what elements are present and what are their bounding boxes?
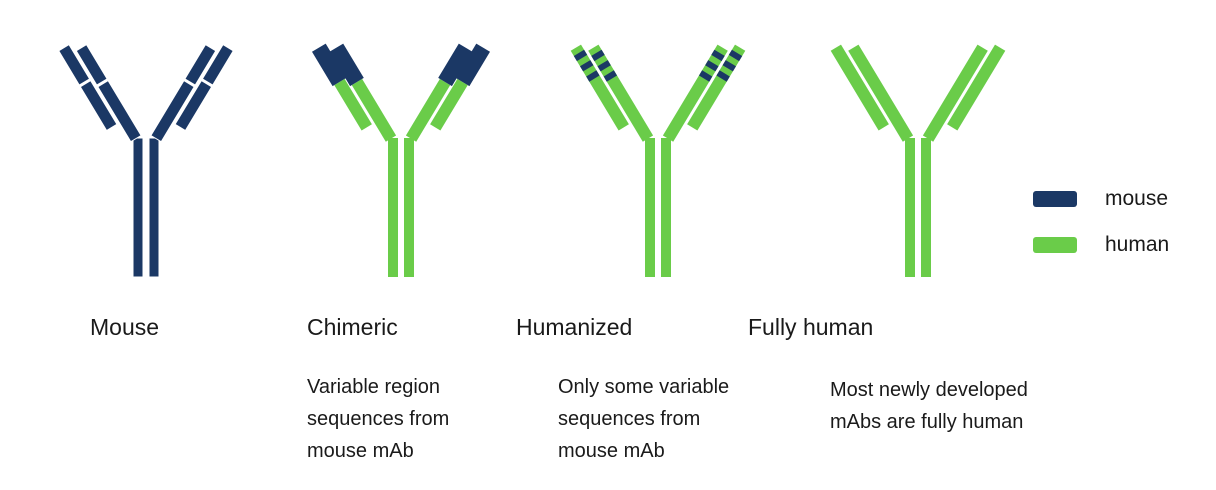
light-chain-constant — [334, 78, 372, 131]
heavy-chain-arm — [922, 44, 988, 142]
label-mouse: Mouse — [90, 314, 160, 340]
heavy-chain-arm-mouse-segment — [699, 70, 713, 82]
label-chimeric: Chimeric — [307, 314, 398, 340]
heavy-chain-arm-variable — [184, 43, 217, 86]
heavy-chain-arm-mouse-segment — [591, 49, 605, 62]
legend-swatch-human — [1033, 237, 1077, 253]
legend-item-human: human — [1033, 230, 1169, 260]
heavy-chain-stem — [404, 138, 414, 277]
heavy-chain-stem — [905, 138, 915, 277]
description-line: sequences from — [307, 408, 450, 430]
light-chain-variable — [201, 43, 234, 86]
legend-label-mouse: mouse — [1105, 187, 1169, 210]
light-chain-mouse-segment — [580, 60, 594, 72]
heavy-chain-arm-constant — [351, 78, 397, 142]
heavy-chain-arm-mouse-segment — [597, 60, 611, 72]
light-chain-variable — [58, 43, 91, 86]
description-line: Only some variable — [558, 376, 730, 398]
light-chain-mouse-segment — [716, 70, 730, 82]
description-line: Variable region — [307, 376, 441, 398]
heavy-chain-arm — [848, 44, 914, 142]
light-chain-mouse-segment — [586, 70, 600, 82]
description-line: mouse mAb — [307, 440, 414, 462]
light-chain-variable — [312, 43, 347, 87]
heavy-chain-stem — [645, 138, 655, 277]
description-line: Most newly developed — [830, 379, 1028, 401]
description-line: mAbs are fully human — [830, 411, 1024, 433]
antibody-humanized — [570, 44, 746, 277]
heavy-chain-arm-constant — [405, 78, 451, 142]
antibody-mouse — [58, 43, 234, 278]
description-line: sequences from — [558, 408, 701, 430]
light-chain-mouse-segment — [728, 49, 743, 62]
light-chain-constant — [79, 79, 118, 132]
heavy-chain-stem — [388, 138, 398, 277]
heavy-chain-stem — [921, 138, 931, 277]
antibody-fully-human — [830, 44, 1006, 277]
light-chain-constant — [430, 78, 468, 131]
heavy-chain-arm-variable — [329, 43, 364, 87]
heavy-chain-stem — [148, 137, 160, 278]
description-humanized: Only some variable sequences from mouse … — [558, 371, 729, 467]
heavy-chain-stem — [661, 138, 671, 277]
label-fully-human: Fully human — [748, 314, 874, 340]
heavy-chain-arm-variable — [75, 43, 108, 86]
light-chain-mouse-segment — [573, 49, 588, 62]
heavy-chain-arm-variable — [438, 43, 473, 87]
legend-item-mouse: mouse — [1033, 184, 1168, 214]
antibody-chimeric — [312, 43, 490, 277]
label-humanized: Humanized — [516, 314, 633, 340]
heavy-chain-arm-constant — [150, 79, 195, 143]
description-chimeric: Variable region sequences from mouse mAb — [307, 371, 449, 467]
heavy-chain-arm-mouse-segment — [705, 60, 719, 72]
light-chain-constant — [174, 79, 213, 132]
legend-swatch-mouse — [1033, 191, 1077, 207]
light-chain-variable — [455, 43, 490, 87]
description-line: mouse mAb — [558, 440, 665, 462]
heavy-chain-arm-mouse-segment — [711, 49, 725, 62]
light-chain — [830, 44, 889, 131]
legend-label-human: human — [1105, 233, 1170, 256]
description-fully-human: Most newly developed mAbs are fully huma… — [830, 374, 1028, 438]
heavy-chain-arm-constant — [97, 79, 142, 143]
heavy-chain-stem — [132, 137, 144, 278]
heavy-chain-arm-mouse-segment — [603, 70, 617, 82]
light-chain — [947, 44, 1006, 131]
light-chain-mouse-segment — [722, 60, 736, 72]
